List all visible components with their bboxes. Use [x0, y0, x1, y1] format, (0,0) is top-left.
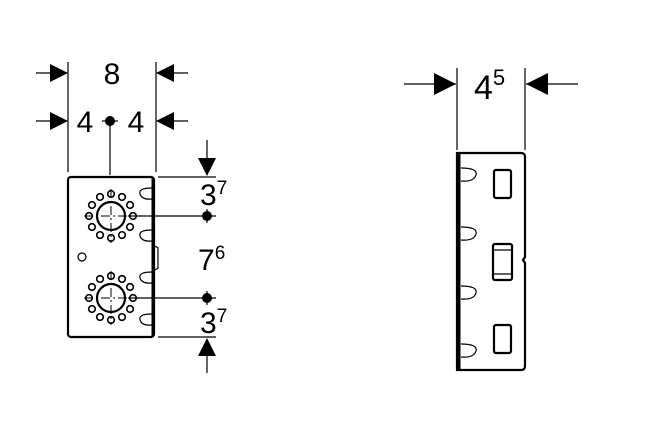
- width-dimension-arrows: [36, 64, 188, 130]
- bolt-hole: [117, 274, 127, 284]
- upper-slot: [492, 168, 513, 200]
- bolt-hole: [95, 274, 105, 284]
- middle-slot: [491, 242, 514, 282]
- width-right-half-label: 4: [128, 106, 145, 139]
- top-offset-label: 37: [200, 178, 227, 212]
- bolt-hole: [117, 230, 127, 240]
- mounting-plate-side: [455, 151, 527, 372]
- bolt-hole: [125, 282, 135, 292]
- bolt-hole: [125, 222, 135, 232]
- bolt-hole: [117, 192, 127, 202]
- front-view: 8 4 4: [36, 58, 227, 373]
- bolt-hole: [87, 200, 97, 210]
- bolt-hole: [95, 192, 105, 202]
- bottom-offset-label: 37: [200, 306, 227, 340]
- bolt-hole: [95, 230, 105, 240]
- bolt-hole: [87, 222, 97, 232]
- lower-slot: [492, 323, 513, 355]
- bolt-hole: [87, 304, 97, 314]
- side-view: 45: [404, 65, 578, 372]
- mounting-plate-front: [66, 175, 159, 339]
- center-spacing-label: 76: [198, 243, 225, 277]
- lower-connection-flange: [84, 271, 138, 325]
- depth-label: 45: [474, 65, 505, 107]
- side-loops: [139, 187, 153, 326]
- small-hole: [77, 252, 87, 262]
- bolt-hole: [95, 312, 105, 322]
- vertical-dimension-lines: [128, 140, 216, 373]
- bolt-hole: [125, 304, 135, 314]
- bolt-hole: [87, 282, 97, 292]
- bolt-hole: [117, 312, 127, 322]
- width-total-label: 8: [104, 58, 121, 91]
- width-left-half-label: 4: [77, 106, 94, 139]
- bolt-hole: [125, 200, 135, 210]
